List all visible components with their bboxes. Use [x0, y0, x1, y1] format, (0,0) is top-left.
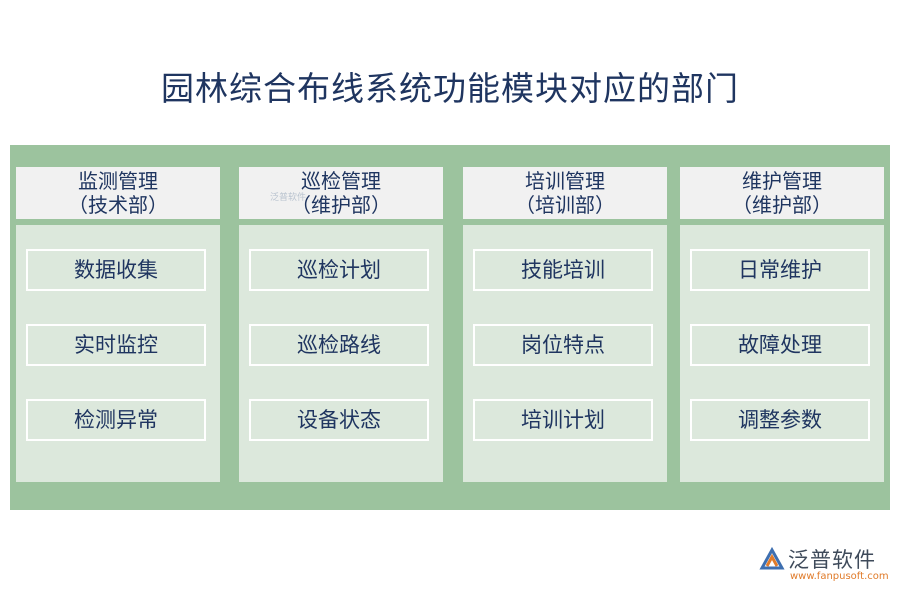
module-name: 培训管理	[525, 169, 605, 193]
column-body: 巡检计划 巡检路线 设备状态	[239, 225, 443, 482]
brand-logo: 泛普软件 www.fanpusoft.com	[758, 546, 889, 586]
department-name: （维护部）	[732, 193, 832, 217]
function-item[interactable]: 检测异常	[26, 399, 206, 441]
logo-name: 泛普软件	[788, 548, 876, 572]
module-name: 监测管理	[78, 169, 158, 193]
column-maintenance: 维护管理 （维护部） 日常维护 故障处理 调整参数	[680, 167, 884, 482]
column-header: 巡检管理 （维护部）	[239, 167, 443, 219]
column-inspection: 巡检管理 （维护部） 巡检计划 巡检路线 设备状态	[239, 167, 443, 482]
module-name: 维护管理	[742, 169, 822, 193]
function-item[interactable]: 调整参数	[690, 399, 870, 441]
function-item[interactable]: 数据收集	[26, 249, 206, 291]
modules-panel: 监测管理 （技术部） 数据收集 实时监控 检测异常 巡检管理 （维护部） 巡检计…	[10, 145, 890, 510]
module-name: 巡检管理	[301, 169, 381, 193]
function-item[interactable]: 日常维护	[690, 249, 870, 291]
column-monitoring: 监测管理 （技术部） 数据收集 实时监控 检测异常	[16, 167, 220, 482]
column-header: 培训管理 （培训部）	[463, 167, 667, 219]
column-header: 监测管理 （技术部）	[16, 167, 220, 219]
column-body: 技能培训 岗位特点 培训计划	[463, 225, 667, 482]
function-item[interactable]: 培训计划	[473, 399, 653, 441]
department-name: （培训部）	[515, 193, 615, 217]
department-name: （技术部）	[68, 193, 168, 217]
fanpu-logo-icon	[759, 546, 785, 570]
function-item[interactable]: 巡检计划	[249, 249, 429, 291]
function-item[interactable]: 岗位特点	[473, 324, 653, 366]
department-name: （维护部）	[291, 193, 391, 217]
function-item[interactable]: 实时监控	[26, 324, 206, 366]
function-item[interactable]: 技能培训	[473, 249, 653, 291]
function-item[interactable]: 故障处理	[690, 324, 870, 366]
page-title: 园林综合布线系统功能模块对应的部门	[161, 69, 739, 108]
function-item[interactable]: 巡检路线	[249, 324, 429, 366]
function-item[interactable]: 设备状态	[249, 399, 429, 441]
watermark-text: 泛普软件	[270, 193, 307, 203]
column-body: 日常维护 故障处理 调整参数	[680, 225, 884, 482]
column-training: 培训管理 （培训部） 技能培训 岗位特点 培训计划	[463, 167, 667, 482]
column-header: 维护管理 （维护部）	[680, 167, 884, 219]
logo-url: www.fanpusoft.com	[790, 571, 889, 582]
column-body: 数据收集 实时监控 检测异常	[16, 225, 220, 482]
